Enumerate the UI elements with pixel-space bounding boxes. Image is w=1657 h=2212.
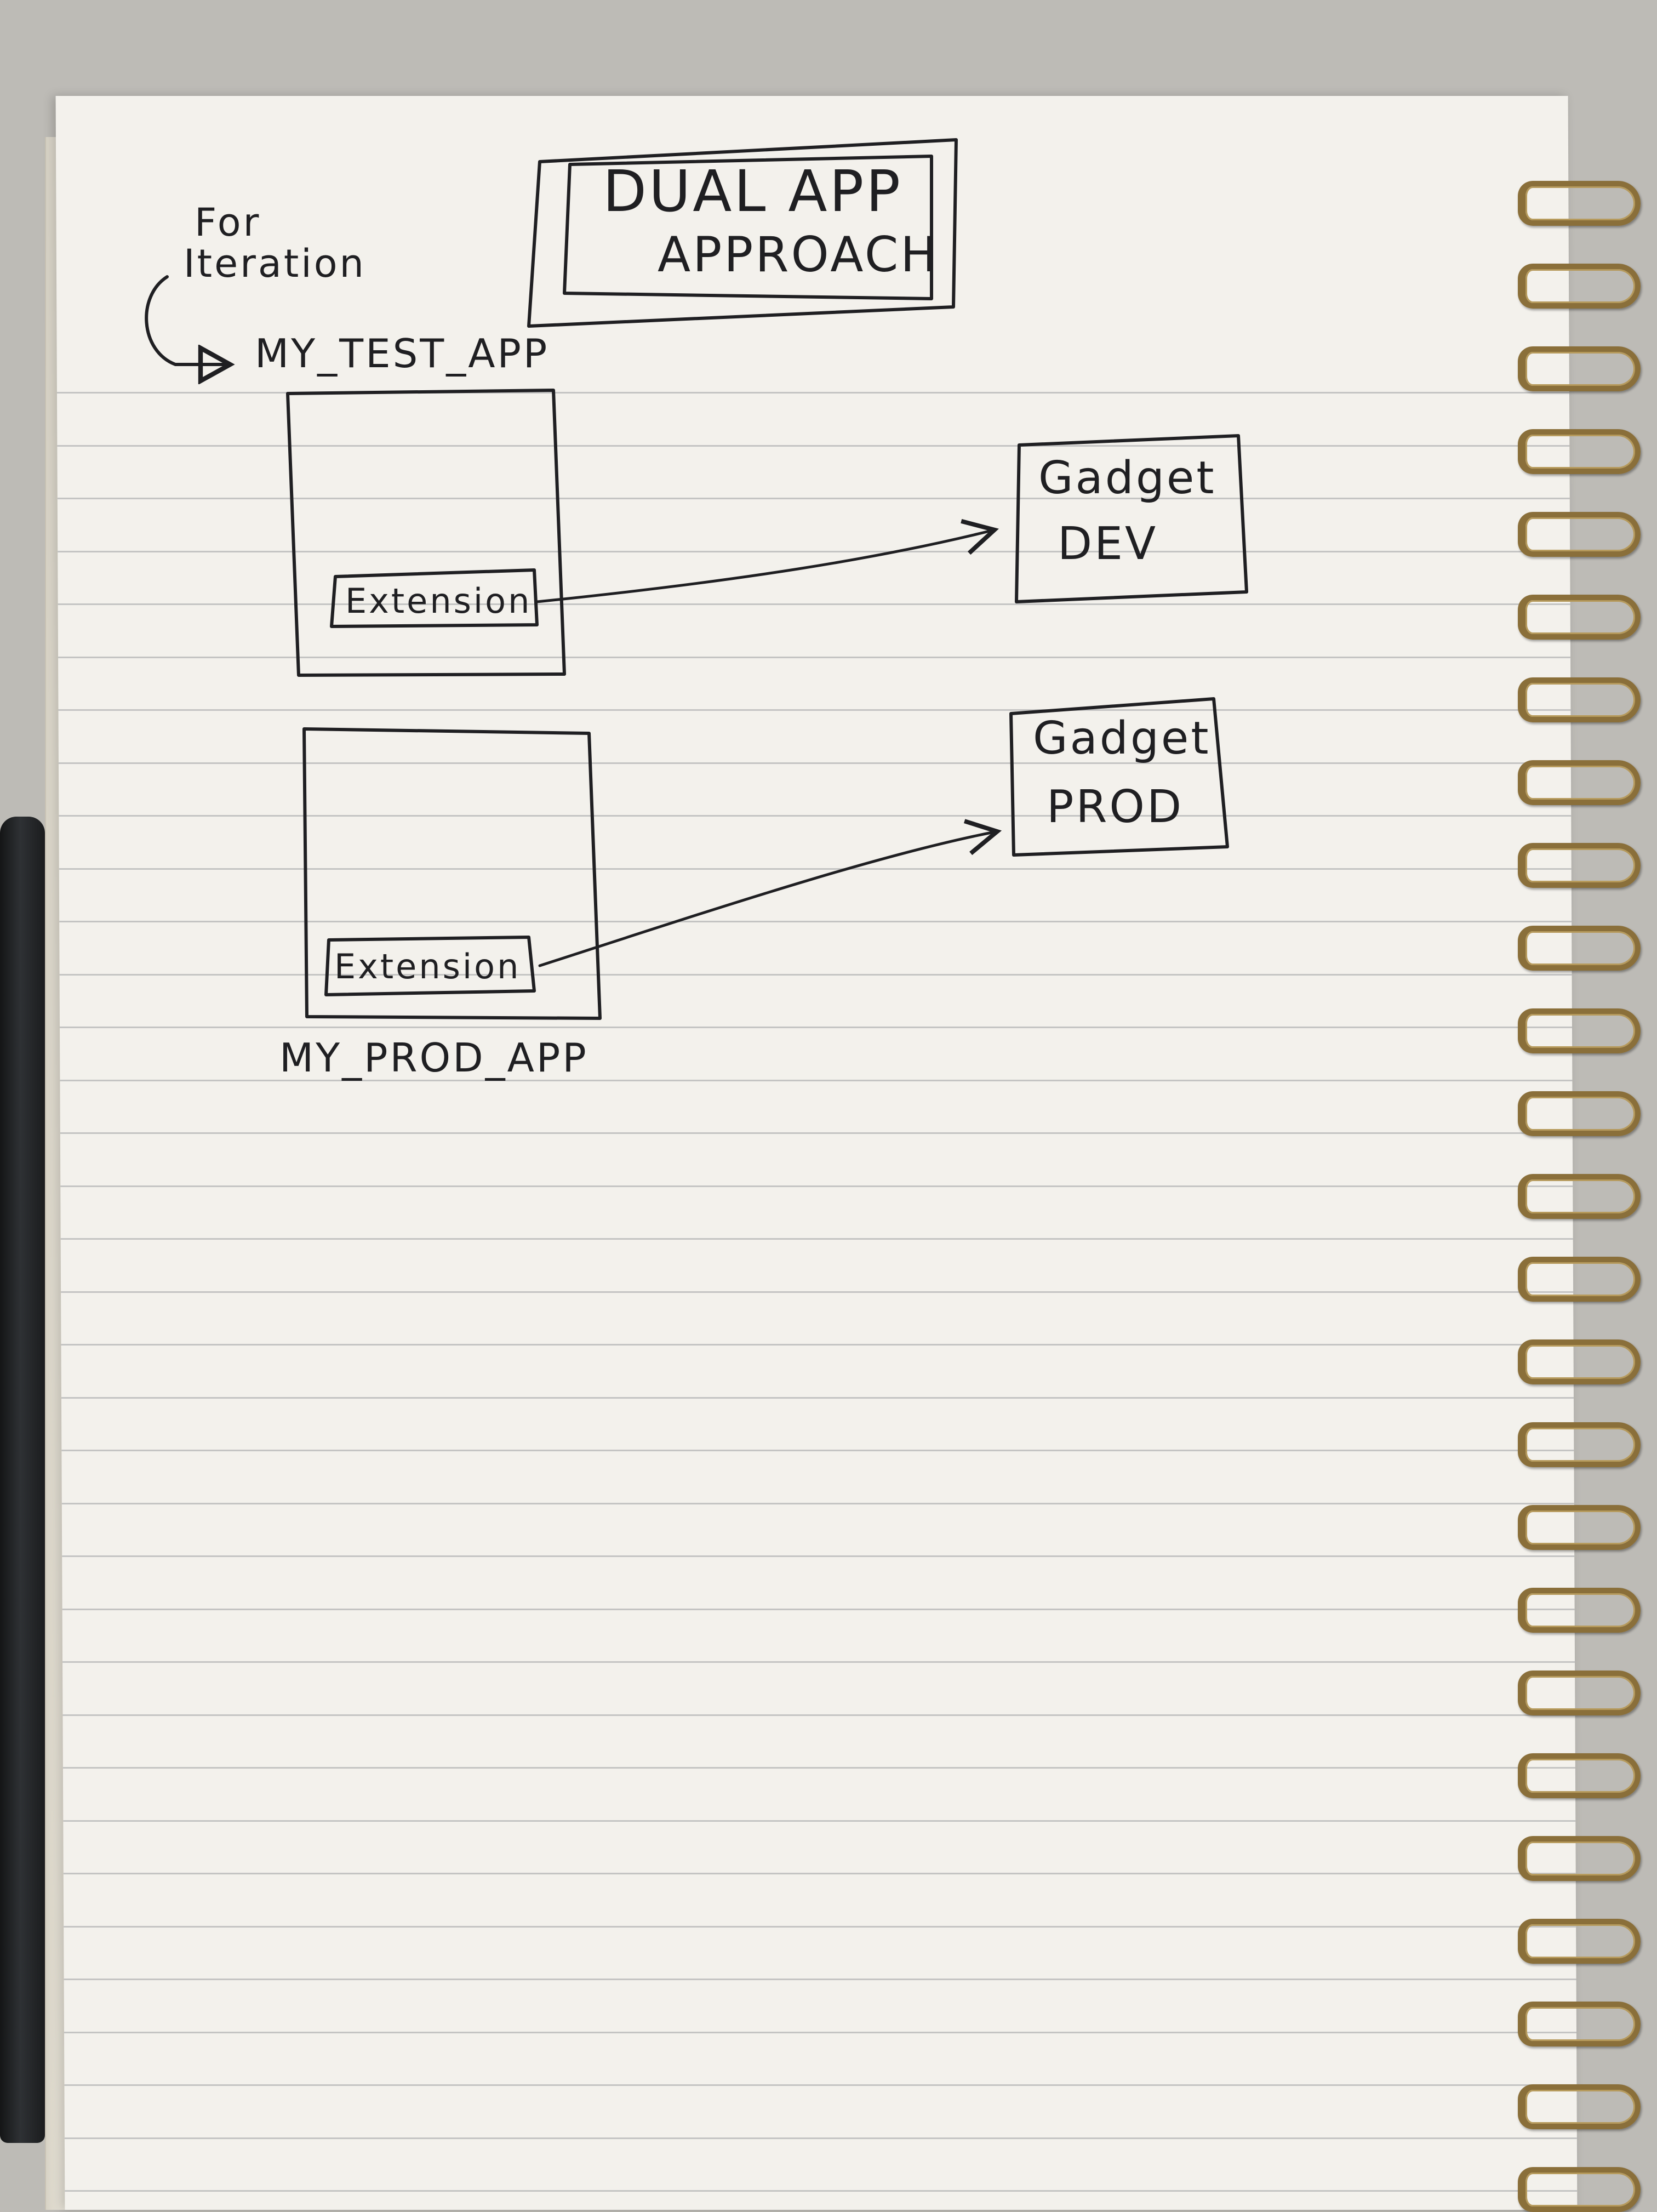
spiral-ring — [1518, 1836, 1641, 1881]
test-app-label: MY_TEST_APP — [255, 330, 549, 377]
spiral-ring — [1518, 429, 1641, 474]
prod-app-node: Extension MY_PROD_APP — [279, 727, 602, 1081]
gadget-dev-line-1: Gadget — [1038, 452, 1216, 504]
edge-test-to-dev — [535, 519, 999, 603]
spiral-binding — [1518, 181, 1657, 2212]
spiral-ring — [1518, 2084, 1641, 2129]
title-line-1: DUAL APP — [603, 158, 902, 225]
test-app-box — [286, 389, 566, 677]
spiral-ring — [1518, 1588, 1641, 1633]
prod-extension-label: Extension — [334, 947, 521, 987]
note-line-1: For — [195, 200, 261, 245]
spiral-ring — [1518, 760, 1641, 805]
prod-app-label: MY_PROD_APP — [279, 1035, 588, 1081]
edge-prod-to-prod — [538, 819, 1002, 967]
gadget-prod-line-2: PROD — [1047, 781, 1184, 833]
spiral-ring — [1518, 181, 1641, 226]
title-box: DUAL APP APPROACH — [527, 138, 958, 328]
test-extension-box — [330, 568, 539, 628]
spiral-ring — [1518, 2167, 1641, 2212]
gadget-dev-node: Gadget DEV — [1015, 434, 1248, 603]
gadget-dev-line-2: DEV — [1058, 518, 1158, 570]
spiral-ring — [1518, 512, 1641, 557]
spiral-ring — [1518, 1257, 1641, 1302]
title-line-2: APPROACH — [658, 226, 939, 283]
spiral-ring — [1518, 926, 1641, 971]
prod-app-box — [302, 727, 602, 1020]
spiral-ring — [1518, 1174, 1641, 1219]
iteration-note: For Iteration — [145, 200, 366, 364]
gadget-prod-node: Gadget PROD — [1009, 697, 1229, 857]
spiral-ring — [1518, 1091, 1641, 1136]
spiral-ring — [1518, 677, 1641, 722]
gadget-prod-box — [1009, 697, 1229, 857]
spiral-ring — [1518, 843, 1641, 888]
pen — [0, 817, 45, 2143]
test-extension-label: Extension — [345, 581, 532, 621]
spiral-ring — [1518, 1505, 1641, 1550]
spiral-ring — [1518, 2002, 1641, 2046]
spiral-ring — [1518, 1671, 1641, 1715]
spiral-ring — [1518, 595, 1641, 640]
note-line-2: Iteration — [184, 241, 366, 286]
spiral-ring — [1518, 1422, 1641, 1467]
gadget-prod-line-1: Gadget — [1033, 712, 1211, 765]
gadget-dev-box — [1015, 434, 1248, 603]
iteration-arrow — [145, 275, 230, 364]
test-app-node: MY_TEST_APP Extension — [255, 330, 566, 677]
spiral-ring — [1518, 1919, 1641, 1964]
prod-extension-box — [324, 936, 536, 996]
spiral-ring — [1518, 346, 1641, 391]
spiral-ring — [1518, 1339, 1641, 1384]
spiral-ring — [1518, 1008, 1641, 1053]
spiral-ring — [1518, 264, 1641, 309]
spiral-ring — [1518, 1753, 1641, 1798]
